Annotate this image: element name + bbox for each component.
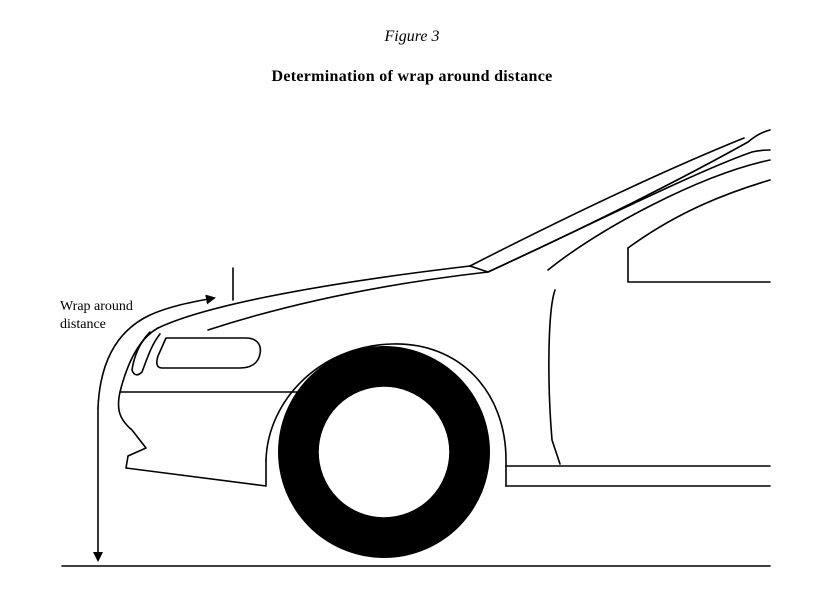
wrap-label-line-1: Wrap around [60,299,133,314]
bonnet-crease [207,271,489,331]
wrap-around-distance-label: Wrap around distance [60,298,133,334]
headlamp-side [131,331,161,376]
side-window [627,247,771,283]
wrap-label-line-2: distance [60,317,106,332]
wheel-arch [265,343,507,487]
measure-curve [97,294,216,409]
door-edge [548,289,561,465]
figure-number: Figure 3 [384,28,440,45]
bonnet-outline [157,265,489,329]
windscreen-inner [487,149,771,273]
headlamp [156,337,262,369]
front-face [117,327,267,487]
wheel-rim [317,385,451,519]
side-window-top [627,179,771,249]
figure-title: Determination of wrap around distance [271,68,553,85]
windscreen-lower-edge [469,137,745,267]
a-pillar [547,159,771,271]
windscreen-outer [487,129,771,273]
